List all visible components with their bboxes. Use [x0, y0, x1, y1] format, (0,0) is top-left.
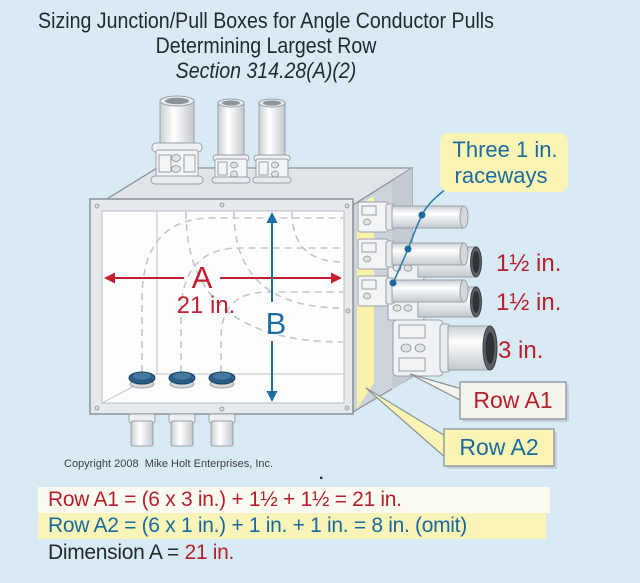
- bottom-raceways: [128, 371, 236, 447]
- bottom-bushings: [128, 371, 236, 389]
- raceways-callout: Three 1 in. raceways: [389, 133, 568, 287]
- dimension-a-text: Dimension A =: [48, 541, 185, 564]
- top-raceway-large: [150, 95, 204, 185]
- bushing: [208, 371, 236, 389]
- conductor-paths: [141, 211, 344, 372]
- bottom-stubs: [128, 413, 236, 447]
- dimension-a-value: 21 in.: [177, 292, 236, 319]
- dimension-b-arrow: B: [266, 212, 287, 402]
- callout-tail: [409, 373, 463, 402]
- leader-dots: [389, 211, 426, 287]
- row-a1-label: Row A1: [473, 387, 552, 413]
- screws: [230, 161, 238, 178]
- title-line-3: Section 314.28(A)(2): [175, 58, 357, 83]
- formula-row-a1: Row A1 = (6 x 3 in.) + 1½ + 1½ = 21 in.: [38, 487, 550, 513]
- callout-tail: [365, 387, 448, 461]
- bushing: [168, 371, 196, 389]
- bottom-stub: [168, 413, 196, 447]
- raceways-callout-line1: Three 1 in.: [452, 137, 557, 162]
- size-label-3in: 3 in.: [498, 337, 543, 364]
- bushing: [128, 371, 156, 389]
- callout-box: [459, 381, 567, 420]
- bottom-stub: [208, 413, 236, 447]
- top-raceways: [150, 95, 292, 185]
- callout-box: [443, 428, 555, 467]
- raceway-1in-2: [357, 238, 469, 270]
- callout-box: [440, 133, 568, 192]
- raceway-3in: [392, 319, 498, 377]
- stray-period: .: [319, 466, 324, 483]
- size-label-1-5in-1: 1½ in.: [496, 250, 561, 277]
- frame-screws: [94, 202, 351, 412]
- top-raceway-medium-2: [252, 98, 292, 184]
- arrowhead-up: [266, 212, 278, 223]
- page-title: Sizing Junction/Pull Boxes for Angle Con…: [35, 8, 498, 83]
- arrowhead-down: [266, 391, 278, 402]
- dimension-a-result: 21 in.: [184, 541, 235, 564]
- dimension-a-letter: A: [192, 260, 213, 295]
- top-raceway-medium-1: [211, 98, 251, 184]
- formula-row-a2: Row A2 = (6 x 1 in.) + 1 in. + 1 in. = 8…: [38, 513, 546, 539]
- bottom-stub: [128, 413, 156, 447]
- dimension-b-letter: B: [266, 306, 287, 341]
- row-a1-callout: Row A1: [409, 373, 569, 422]
- screws: [271, 161, 279, 178]
- copyright-notice: Copyright 2008 Mike Holt Enterprises, In…: [64, 458, 274, 470]
- arrowhead-right: [331, 272, 342, 284]
- raceway-1in-1: [357, 201, 469, 233]
- row-a2-callout: Row A2: [365, 387, 557, 469]
- formula-dimension-a: Dimension A = 21 in.: [38, 540, 234, 566]
- title-line-2: Determining Largest Row: [155, 33, 377, 58]
- raceways-callout-line2: raceways: [455, 163, 548, 188]
- row-a2-label: Row A2: [459, 434, 538, 460]
- screws: [171, 154, 181, 173]
- size-label-1-5in-2: 1½ in.: [496, 289, 561, 316]
- arrowhead-left: [104, 272, 115, 284]
- raceway-1in-3: [357, 275, 469, 307]
- dimension-a-arrow: A 21 in.: [104, 260, 342, 319]
- side-raceways-row-a2: [357, 201, 469, 307]
- title-line-1: Sizing Junction/Pull Boxes for Angle Con…: [38, 8, 494, 33]
- callout-leader-line: [392, 182, 454, 284]
